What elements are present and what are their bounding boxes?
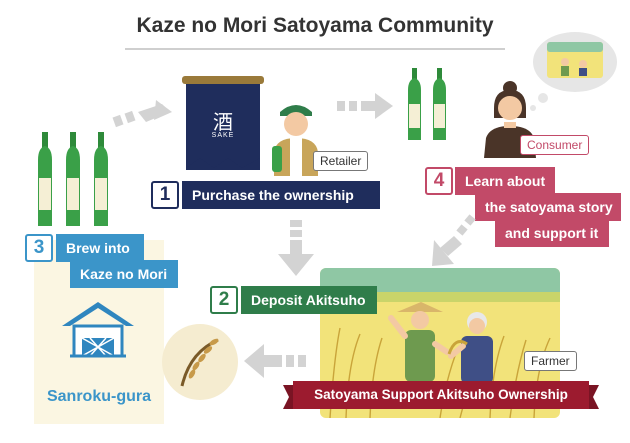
step-3-number: 3 <box>25 234 53 262</box>
farmers-icon <box>388 302 493 384</box>
step-4-label-line3: and support it <box>495 219 609 247</box>
arrow-icon <box>278 220 314 276</box>
sake-kanji: 酒 <box>213 110 233 134</box>
step-4-number: 4 <box>425 167 453 195</box>
consumer-tag: Consumer <box>520 135 590 155</box>
arrow-icon <box>244 344 306 378</box>
retailer-tag: Retailer <box>313 151 369 171</box>
sake-bottles-icon <box>408 68 446 140</box>
step-2-label: Deposit Akitsuho <box>241 286 377 314</box>
arrow-icon <box>337 93 393 119</box>
rice-grain-icon <box>162 324 238 400</box>
step-4-label-line2: the satoyama story <box>475 193 621 221</box>
arrow-icon <box>112 100 172 128</box>
step-1-number: 1 <box>151 181 179 209</box>
brewery-icon <box>62 302 134 358</box>
noren-curtain-icon <box>182 76 264 170</box>
step-1-label: Purchase the ownership <box>182 181 380 209</box>
title-underline <box>125 48 505 50</box>
page-title: Kaze no Mori Satoyama Community <box>136 14 494 37</box>
step-3-label-line2: Kaze no Mori <box>70 260 178 288</box>
retailer-person-icon <box>272 105 318 176</box>
farmer-tag: Farmer <box>524 351 577 371</box>
sake-bottles-icon <box>38 132 108 226</box>
step-2-number: 2 <box>210 286 238 314</box>
arrow-icon <box>432 214 476 266</box>
ownership-banner-ribbon <box>283 381 599 409</box>
ownership-banner-label: Satoyama Support Akitsuho Ownership <box>314 387 568 402</box>
step-3-label-line1: Brew into <box>56 234 144 262</box>
step-4-label-line1: Learn about <box>455 167 555 195</box>
brewery-label: Sanroku-gura <box>46 388 151 405</box>
sake-banner-text: SAKE <box>211 132 235 139</box>
thought-bubble-icon <box>530 32 617 111</box>
